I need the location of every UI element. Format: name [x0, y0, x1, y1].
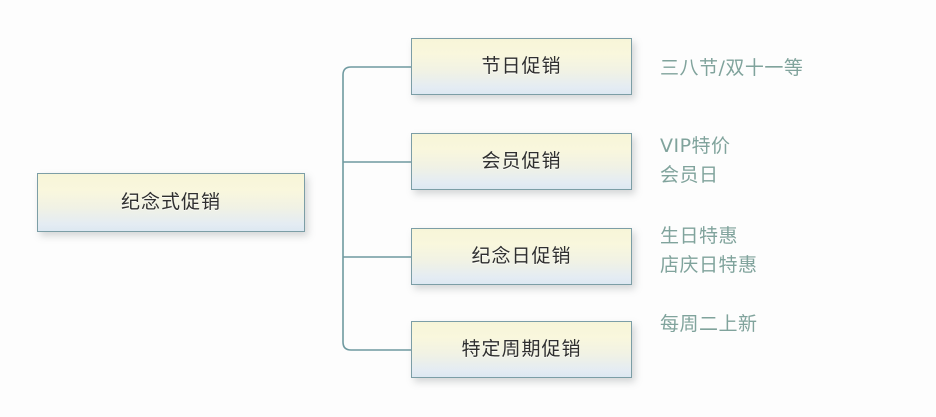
node-root: 纪念式促销 [37, 173, 305, 232]
annotation-line: 生日特惠 [660, 225, 739, 247]
node-cycle-promotion: 特定周期促销 [411, 321, 632, 378]
node-holiday-promotion: 节日促销 [411, 38, 632, 95]
node-member-promotion: 会员促销 [411, 133, 632, 190]
annotation-cycle-promotion: 每周二上新 [660, 310, 758, 339]
annotation-holiday-promotion: 三八节/双十一等 [660, 54, 803, 83]
connector-trunk [342, 66, 412, 351]
node-holiday-promotion-label: 节日促销 [481, 55, 562, 77]
annotation-member-promotion: VIP特价 会员日 [660, 132, 731, 190]
node-root-label: 纪念式促销 [120, 191, 221, 213]
annotation-line: 店庆日特惠 [660, 254, 758, 276]
node-member-promotion-label: 会员促销 [481, 150, 562, 172]
annotation-line: 会员日 [660, 164, 719, 186]
node-anniversary-promotion: 纪念日促销 [411, 228, 632, 285]
annotation-line: VIP特价 [660, 135, 731, 157]
node-anniversary-promotion-label: 纪念日促销 [471, 245, 572, 267]
annotation-line: 每周二上新 [660, 313, 758, 335]
annotation-anniversary-promotion: 生日特惠 店庆日特惠 [660, 222, 758, 280]
node-cycle-promotion-label: 特定周期促销 [461, 338, 582, 360]
annotation-line: 三八节/双十一等 [660, 57, 804, 79]
